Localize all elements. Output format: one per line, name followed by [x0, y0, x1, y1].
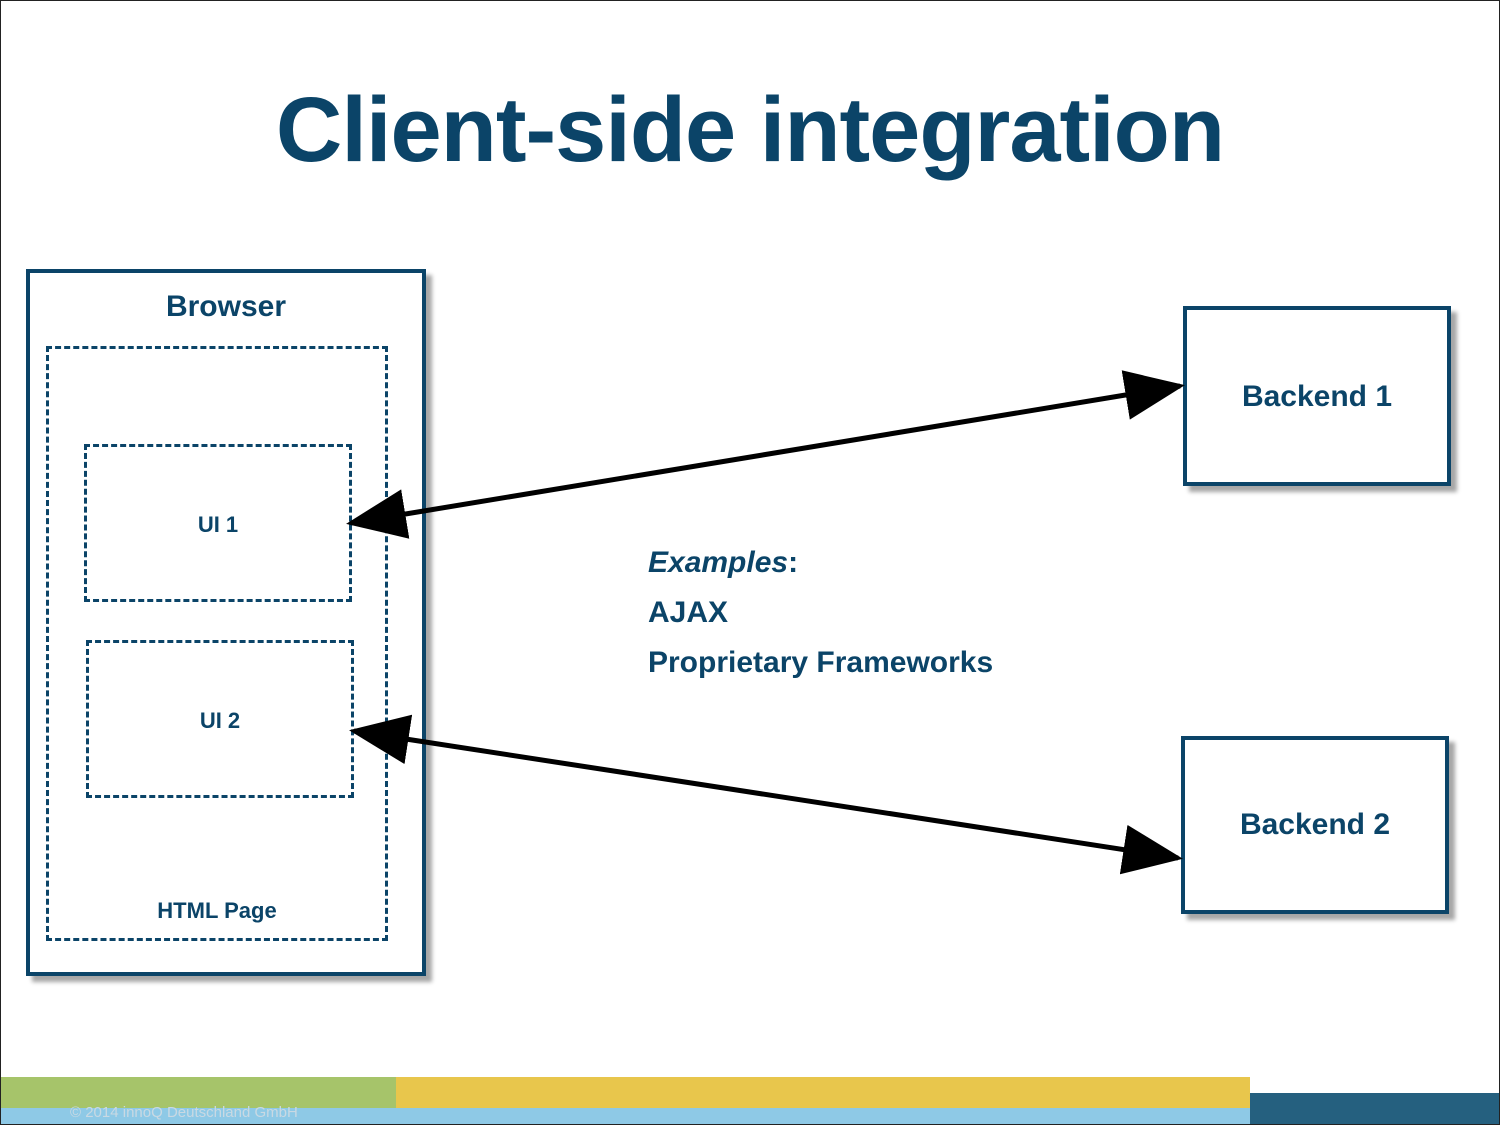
backend2-label: Backend 2 [1239, 808, 1391, 841]
footer-bar-yellow [396, 1077, 1250, 1108]
arrow-ui2-backend2 [349, 714, 1183, 875]
backend1-box [1183, 306, 1451, 486]
examples-block: Examples: AJAX Proprietary Frameworks [648, 538, 993, 688]
examples-heading-colon: : [788, 546, 799, 579]
arrow-ui1-backend1 [346, 370, 1185, 539]
example-item-frameworks: Proprietary Frameworks [648, 646, 994, 679]
html-page-region [46, 346, 388, 941]
footer-bar-light-blue [1, 1108, 1250, 1124]
ui1-label: UI 1 [197, 512, 239, 537]
html-page-label: HTML Page [157, 898, 277, 923]
footer-bar-green [1, 1077, 396, 1108]
ui2-label: UI 2 [199, 708, 241, 733]
copyright-text: © 2014 innoQ Deutschland GmbH [70, 1104, 298, 1121]
slide-title: Client-side integration [275, 79, 1225, 181]
examples-heading-text: Examples [648, 546, 789, 579]
footer-bar-dark-blue [1250, 1093, 1499, 1124]
example-item-ajax: AJAX [648, 596, 729, 629]
examples-heading: Examples: [648, 538, 993, 588]
backend2-box [1181, 736, 1449, 914]
browser-label: Browser [165, 290, 287, 323]
backend1-label: Backend 1 [1241, 380, 1393, 413]
